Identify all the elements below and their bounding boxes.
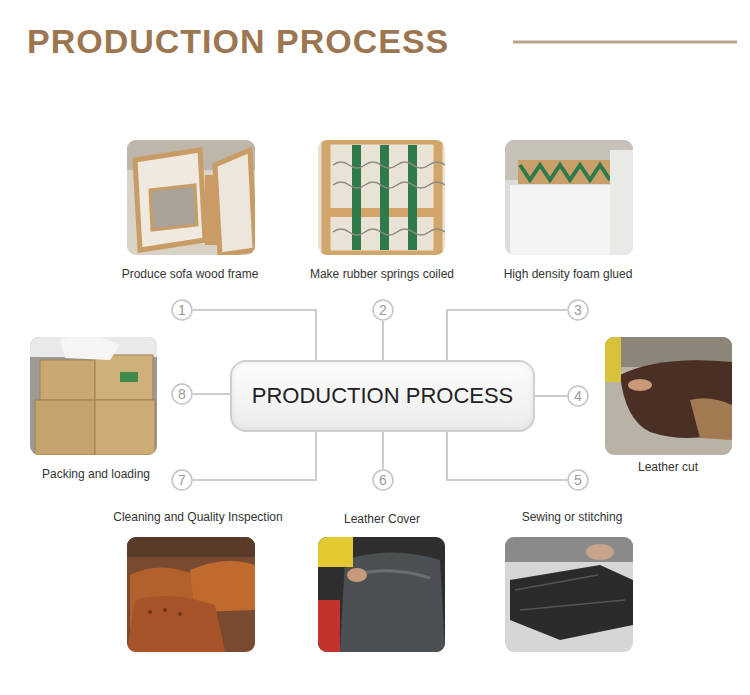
- step-caption: Produce sofa wood frame: [122, 267, 259, 281]
- step-circle: 4: [567, 385, 589, 407]
- leather-cover-photo: [318, 537, 445, 652]
- page-title: PRODUCTION PROCESS: [27, 22, 449, 61]
- step-circle: 5: [567, 469, 589, 491]
- callout-number: 5: [574, 473, 582, 487]
- connector-line: [382, 432, 384, 469]
- process-box: PRODUCTION PROCESS: [230, 360, 535, 432]
- callout-number: 3: [574, 303, 582, 317]
- wood-frame-photo: [127, 140, 255, 255]
- step-circle: 7: [171, 469, 193, 491]
- step-caption: High density foam glued: [504, 267, 633, 281]
- step-caption: Sewing or stitching: [522, 510, 623, 524]
- step-circle: 6: [372, 469, 394, 491]
- connector-line: [535, 395, 567, 397]
- step-circle: 1: [171, 299, 193, 321]
- step-caption: Cleaning and Quality Inspection: [113, 510, 282, 524]
- box-label: PRODUCTION PROCESS: [252, 383, 514, 409]
- connector-line: [447, 432, 567, 480]
- callout-number: 8: [178, 387, 186, 401]
- callout-number: 1: [178, 303, 186, 317]
- sewing-photo: [505, 537, 633, 652]
- connector-line: [382, 321, 384, 360]
- title-rule: [513, 41, 737, 44]
- callout-number: 6: [379, 473, 387, 487]
- step-circle: 8: [171, 383, 193, 405]
- connector-line: [193, 310, 316, 360]
- springs-photo: [318, 140, 445, 255]
- connector-line: [447, 310, 567, 360]
- step-caption: Make rubber springs coiled: [310, 267, 454, 281]
- callout-number: 7: [178, 473, 186, 487]
- step-caption: Leather cut: [638, 460, 698, 474]
- step-caption: Packing and loading: [42, 467, 150, 481]
- sofa-inspection-photo: [127, 537, 255, 652]
- foam-photo: [505, 140, 633, 255]
- step-circle: 3: [567, 299, 589, 321]
- step-caption: Leather Cover: [344, 512, 420, 526]
- leather-cut-photo: [605, 337, 732, 455]
- connector-line: [193, 393, 230, 395]
- packing-photo: [30, 337, 157, 455]
- connector-line: [193, 432, 316, 480]
- step-circle: 2: [372, 299, 394, 321]
- callout-number: 2: [379, 303, 387, 317]
- callout-number: 4: [574, 389, 582, 403]
